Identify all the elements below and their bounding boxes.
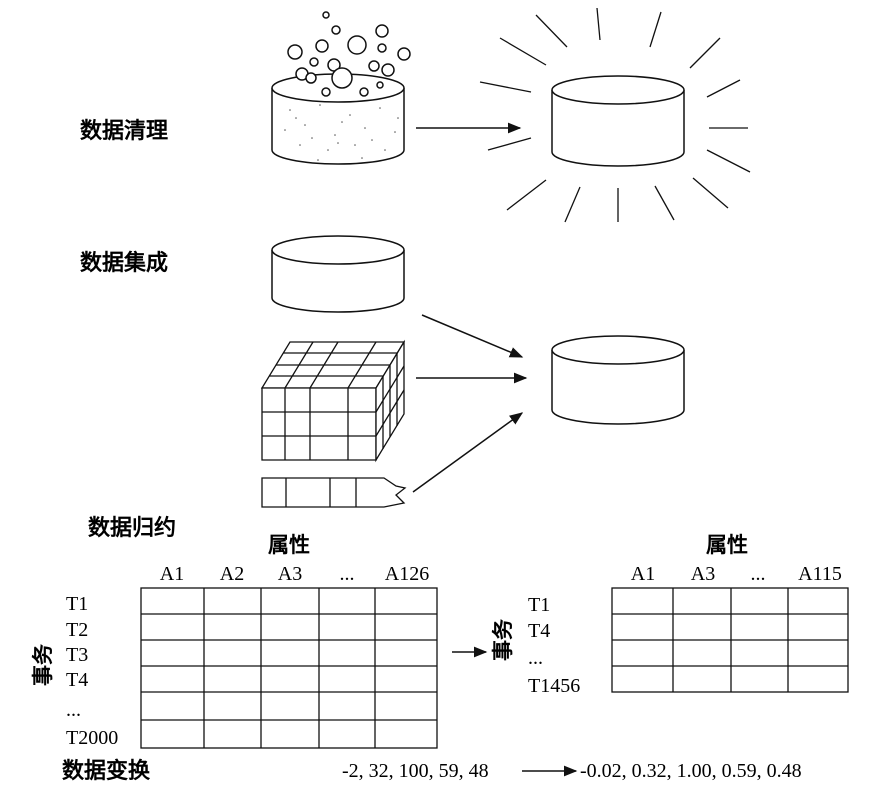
left-row-header: T1 xyxy=(66,593,88,615)
right-column-headers: A1 A3 ... A115 xyxy=(631,563,842,585)
integration-arrows xyxy=(412,314,528,493)
right-row-headers: T1 T4 ... T1456 xyxy=(528,594,580,697)
data-cube-source xyxy=(260,339,406,463)
right-data-table xyxy=(611,587,849,693)
shine-rays xyxy=(479,7,751,223)
right-column-header: A115 xyxy=(798,563,842,585)
flat-file-source xyxy=(261,477,407,508)
left-column-header: A3 xyxy=(278,563,302,585)
clean-data-cylinder xyxy=(551,75,685,167)
right-attribute-title: 属性 xyxy=(706,533,748,557)
section-label-integration: 数据集成 xyxy=(80,250,168,276)
left-row-header: T4 xyxy=(66,669,88,691)
left-row-header: T3 xyxy=(66,644,88,666)
right-row-header: T1456 xyxy=(528,675,580,697)
left-column-header: A2 xyxy=(220,563,244,585)
source-database-cylinder xyxy=(271,235,405,313)
dirty-data-cylinder xyxy=(271,11,411,165)
section-label-cleaning: 数据清理 xyxy=(80,118,168,144)
transformation-input-values: -2, 32, 100, 59, 48 xyxy=(342,760,489,782)
right-row-header: T4 xyxy=(528,620,550,642)
left-column-headers: A1 A2 A3 ... A126 xyxy=(160,563,429,585)
right-row-title: 事务 xyxy=(491,618,515,661)
bubbles xyxy=(287,11,411,97)
left-column-header: ... xyxy=(340,563,355,585)
right-column-header: A3 xyxy=(691,563,715,585)
right-row-header: T1 xyxy=(528,594,550,616)
section-label-reduction: 数据归约 xyxy=(88,515,176,541)
left-row-headers: T1 T2 T3 T4 ... T2000 xyxy=(66,593,118,749)
right-row-title-group: 事务 xyxy=(491,618,515,661)
left-attribute-title: 属性 xyxy=(268,533,310,557)
left-column-header: A126 xyxy=(385,563,429,585)
left-column-header: A1 xyxy=(160,563,184,585)
integrated-database-cylinder xyxy=(551,335,685,425)
left-row-header: T2000 xyxy=(66,727,118,749)
transformation-output-values: -0.02, 0.32, 1.00, 0.59, 0.48 xyxy=(580,760,802,782)
right-column-header: A1 xyxy=(631,563,655,585)
right-row-header: ... xyxy=(528,647,543,669)
left-row-title: 事务 xyxy=(31,643,55,686)
left-row-header: ... xyxy=(66,699,81,721)
left-data-table xyxy=(140,587,438,749)
left-row-header: T2 xyxy=(66,619,88,641)
right-column-header: ... xyxy=(751,563,766,585)
left-row-title-group: 事务 xyxy=(31,643,55,686)
section-label-transformation: 数据变换 xyxy=(62,758,151,784)
